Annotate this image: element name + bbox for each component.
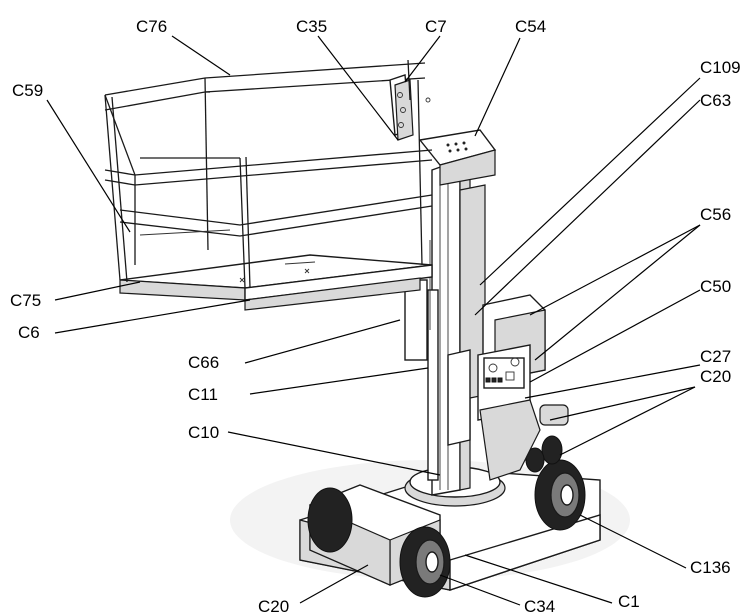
ground-control-panel bbox=[477, 344, 531, 421]
callout-c34: C34 bbox=[524, 597, 555, 616]
callout-c27: C27 bbox=[700, 347, 731, 366]
leader-lines bbox=[46, 35, 701, 606]
callout-c6: C6 bbox=[18, 323, 40, 342]
front-wheel-left bbox=[307, 487, 353, 553]
callout-c1: C1 bbox=[618, 592, 640, 611]
callout-c56: C56 bbox=[700, 205, 731, 224]
callout-labels: C76 C35 C7 C54 C59 C109 C63 C56 C50 C27 … bbox=[10, 17, 741, 616]
callout-c75: C75 bbox=[10, 291, 41, 310]
front-wheel-right bbox=[399, 526, 451, 598]
callout-c76: C76 bbox=[136, 17, 167, 36]
callout-c136: C136 bbox=[690, 558, 731, 577]
callout-c63: C63 bbox=[700, 91, 731, 110]
callout-c109: C109 bbox=[700, 58, 741, 77]
callout-c66: C66 bbox=[188, 353, 219, 372]
callout-c35: C35 bbox=[296, 17, 327, 36]
lower-mast-housing bbox=[447, 349, 541, 481]
callout-c20-bottom: C20 bbox=[258, 597, 289, 616]
callout-c59: C59 bbox=[12, 81, 43, 100]
callout-c10: C10 bbox=[188, 423, 219, 442]
callout-c54: C54 bbox=[515, 17, 546, 36]
caster-wheels bbox=[525, 404, 569, 473]
callout-c20-right: C20 bbox=[700, 367, 731, 386]
platform-basket bbox=[104, 62, 433, 311]
mast-top-vent bbox=[446, 141, 468, 153]
floor-markings bbox=[239, 261, 316, 283]
callout-c50: C50 bbox=[700, 277, 731, 296]
callout-c7: C7 bbox=[425, 17, 447, 36]
platform-control-panel bbox=[389, 59, 431, 141]
callout-c11: C11 bbox=[188, 385, 218, 404]
rear-wheel bbox=[534, 459, 586, 531]
